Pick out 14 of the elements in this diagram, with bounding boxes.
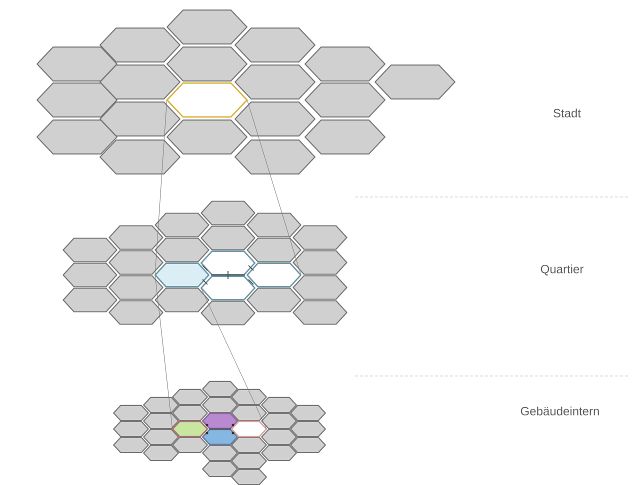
hexagon-cell (200, 250, 256, 276)
level-label: Stadt (554, 108, 581, 118)
hexagon-cell (202, 428, 238, 446)
hexagon-cell (200, 276, 256, 300)
leader-line (154, 100, 168, 276)
hexagon-cell (166, 82, 248, 118)
hexagon-cell (172, 420, 208, 438)
leader-line (154, 274, 173, 430)
level-label: Gebäudeintern (520, 406, 599, 416)
hexagon-cell (230, 420, 268, 438)
hexagon-cell (202, 412, 238, 430)
hexagon-cell (246, 262, 302, 288)
hexagon-cell (154, 262, 210, 288)
level-label: Quartier (540, 264, 584, 276)
